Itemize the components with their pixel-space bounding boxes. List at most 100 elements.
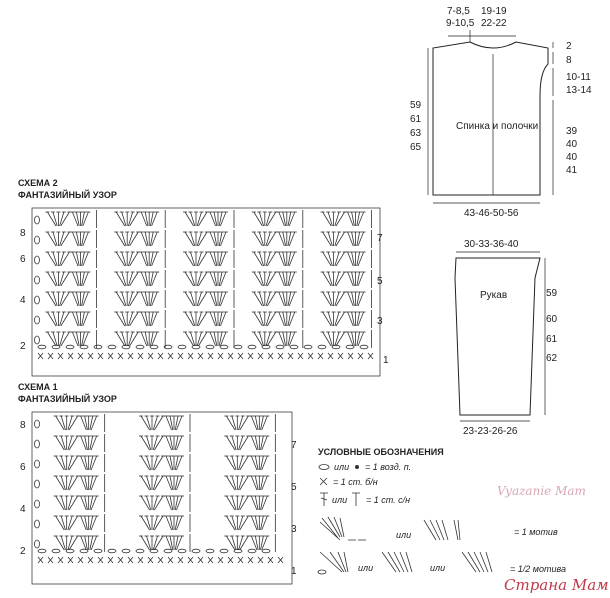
foundation-stitch [197, 556, 204, 564]
edge-chain [34, 335, 40, 345]
chain-loop [247, 548, 257, 554]
half-motif-symbol-2 [381, 551, 413, 573]
chain-loop [247, 344, 257, 350]
stitch-fan [251, 330, 304, 348]
chain-loop [331, 344, 341, 350]
stitch-fan [139, 494, 191, 512]
stitch-fan [114, 330, 166, 348]
foundation-stitch [297, 352, 304, 360]
foundation-stitch [267, 556, 274, 564]
vest-dim-right-c: 10-11 [566, 72, 591, 83]
foundation-stitch [77, 556, 84, 564]
stitch-fan [251, 310, 304, 328]
foundation-stitch [217, 556, 224, 564]
chain-loop [135, 548, 145, 554]
chain-loop [79, 344, 89, 350]
half-motif-symbol-3 [461, 551, 493, 573]
scheme-2-row-3: 3 [377, 316, 383, 327]
foundation-stitch [97, 352, 104, 360]
edge-chain [34, 479, 40, 489]
edge-chain [34, 439, 40, 449]
stitch-fan [45, 290, 97, 308]
chain-loop [219, 548, 229, 554]
stitch-fan [183, 270, 235, 288]
chain-loop [163, 344, 173, 350]
chain-loop [289, 344, 299, 350]
vest-dim-bottom: 43-46-50-56 [464, 208, 519, 219]
edge-chain [34, 295, 40, 305]
foundation-stitch [157, 556, 164, 564]
vest-dim-left-2: 61 [410, 114, 422, 125]
chain-loop [149, 344, 159, 350]
foundation-stitch [287, 352, 294, 360]
sleeve-dim-right-3: 61 [546, 334, 558, 345]
foundation-stitch [57, 352, 64, 360]
scheme-2-row-1: 1 [383, 355, 389, 366]
stitch-fan [183, 230, 235, 248]
foundation-stitch [77, 352, 84, 360]
chain-loop [37, 548, 47, 554]
foundation-stitch [217, 352, 224, 360]
stitch-fan [114, 230, 166, 248]
sleeve-label: Рукав [480, 290, 507, 301]
watermark-bottom: Страна Мам [504, 576, 609, 594]
foundation-stitch [257, 352, 264, 360]
edge-chain [34, 519, 40, 529]
scheme-2-title: СХЕМА 2 [18, 178, 58, 188]
sleeve-dim-right-4: 62 [546, 353, 558, 364]
stitch-fan [183, 210, 235, 228]
stitch-fan [53, 434, 106, 452]
chain-loop [93, 548, 103, 554]
stitch-fan [251, 270, 304, 288]
chain-loop [149, 548, 159, 554]
foundation-stitch [57, 556, 64, 564]
foundation-stitch [167, 556, 174, 564]
scheme-2-subtitle: ФАНТАЗИЙНЫЙ УЗОР [18, 189, 117, 200]
legend-or-1: или [334, 462, 349, 472]
vest-dim-left-4: 65 [410, 142, 422, 153]
sleeve-dim-right-2: 60 [546, 314, 558, 325]
chain-loop [191, 344, 201, 350]
stitch-fan [224, 494, 276, 512]
stitch-fan [53, 414, 106, 432]
stitch-fan [45, 250, 97, 268]
stitch-fan [53, 494, 106, 512]
foundation-stitch [127, 352, 134, 360]
foundation-stitch [337, 352, 344, 360]
scheme-1-stitches [34, 414, 284, 564]
half-motif-symbol-1 [317, 551, 349, 575]
legend-item-5: = 1/2 мотива [510, 564, 566, 574]
vest-dim-right-e2: 40 [566, 139, 578, 150]
legend-or-5b: или [430, 563, 445, 573]
stitch-fan [251, 210, 304, 228]
sleeve-dim-right-1: 59 [546, 288, 558, 299]
foundation-stitch [107, 352, 114, 360]
foundation-stitch [257, 556, 264, 564]
stitch-fan [139, 474, 191, 492]
foundation-stitch [47, 556, 54, 564]
vest-dim-right-e4: 41 [566, 165, 578, 176]
edge-chain [34, 419, 40, 429]
scheme-1-row-4: 4 [20, 504, 26, 515]
foundation-stitch [137, 352, 144, 360]
edge-chain [34, 235, 40, 245]
foundation-stitch [47, 352, 54, 360]
legend-title: УСЛОВНЫЕ ОБОЗНАЧЕНИЯ [318, 447, 444, 457]
foundation-stitch [317, 352, 324, 360]
stitch-fan [183, 330, 235, 348]
chain-loop [303, 344, 313, 350]
foundation-stitch [107, 556, 114, 564]
legend-or-5a: или [358, 563, 373, 573]
stitch-fan [45, 270, 97, 288]
stitch-fan [45, 210, 97, 228]
legend-or-3: или [332, 495, 347, 505]
stitch-fan [224, 434, 276, 452]
foundation-stitch [137, 556, 144, 564]
chain-loop [121, 344, 131, 350]
edge-chain [34, 275, 40, 285]
watermark-top: Vyazanie Mam [497, 484, 586, 498]
chain-loop [261, 344, 271, 350]
foundation-stitch [177, 352, 184, 360]
vest-dim-top-right-2: 22-22 [481, 18, 507, 29]
